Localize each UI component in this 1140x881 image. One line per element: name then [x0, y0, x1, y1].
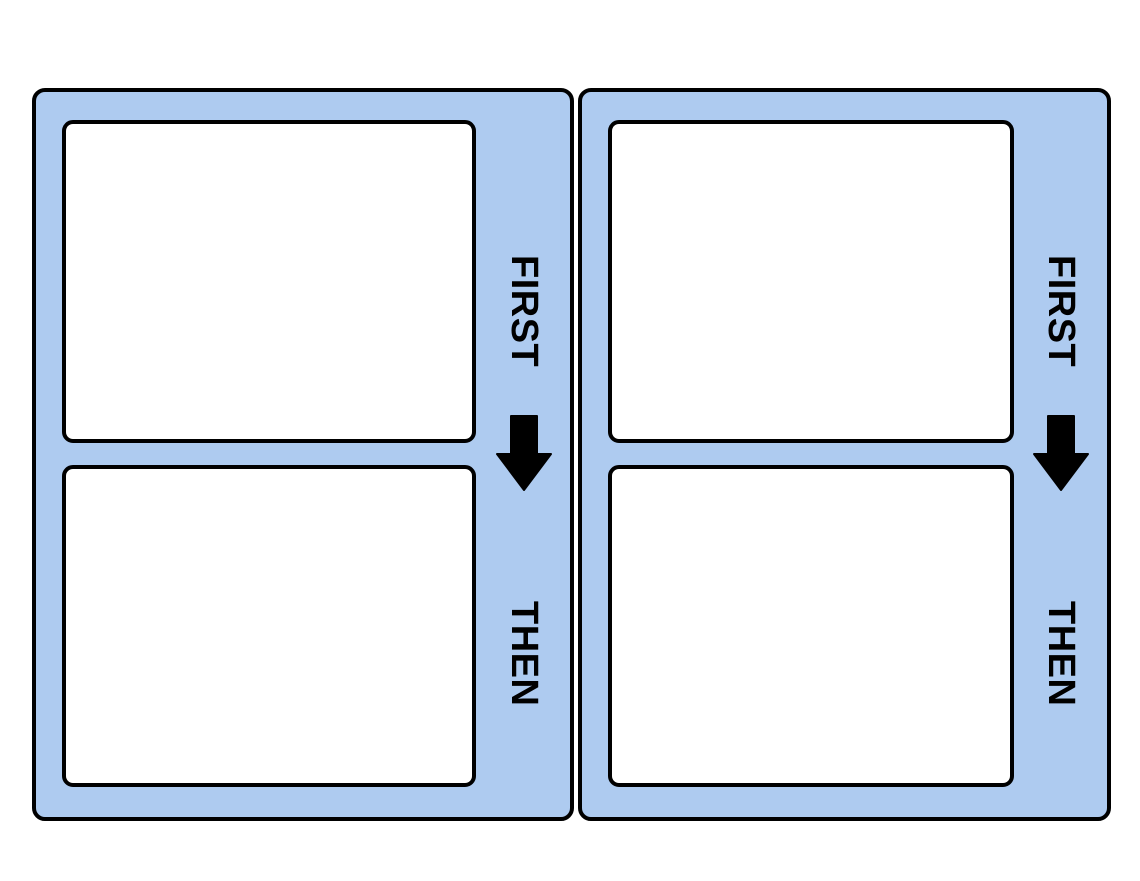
step-label-strip: FIRST THEN [478, 92, 570, 817]
arrow-down-icon [495, 414, 553, 492]
arrow-down-icon [1032, 414, 1090, 492]
step-label-strip: FIRST THEN [1015, 92, 1107, 817]
then-activity-box[interactable] [608, 465, 1014, 787]
first-step-label: FIRST [1040, 255, 1082, 368]
then-step-label: THEN [503, 601, 545, 707]
first-then-board-right: FIRST THEN [578, 88, 1111, 821]
first-step-label: FIRST [503, 255, 545, 368]
then-step-label: THEN [1040, 601, 1082, 707]
first-activity-box[interactable] [608, 120, 1014, 443]
first-activity-box[interactable] [62, 120, 476, 443]
first-then-board-left: FIRST THEN [32, 88, 574, 821]
then-activity-box[interactable] [62, 465, 476, 787]
